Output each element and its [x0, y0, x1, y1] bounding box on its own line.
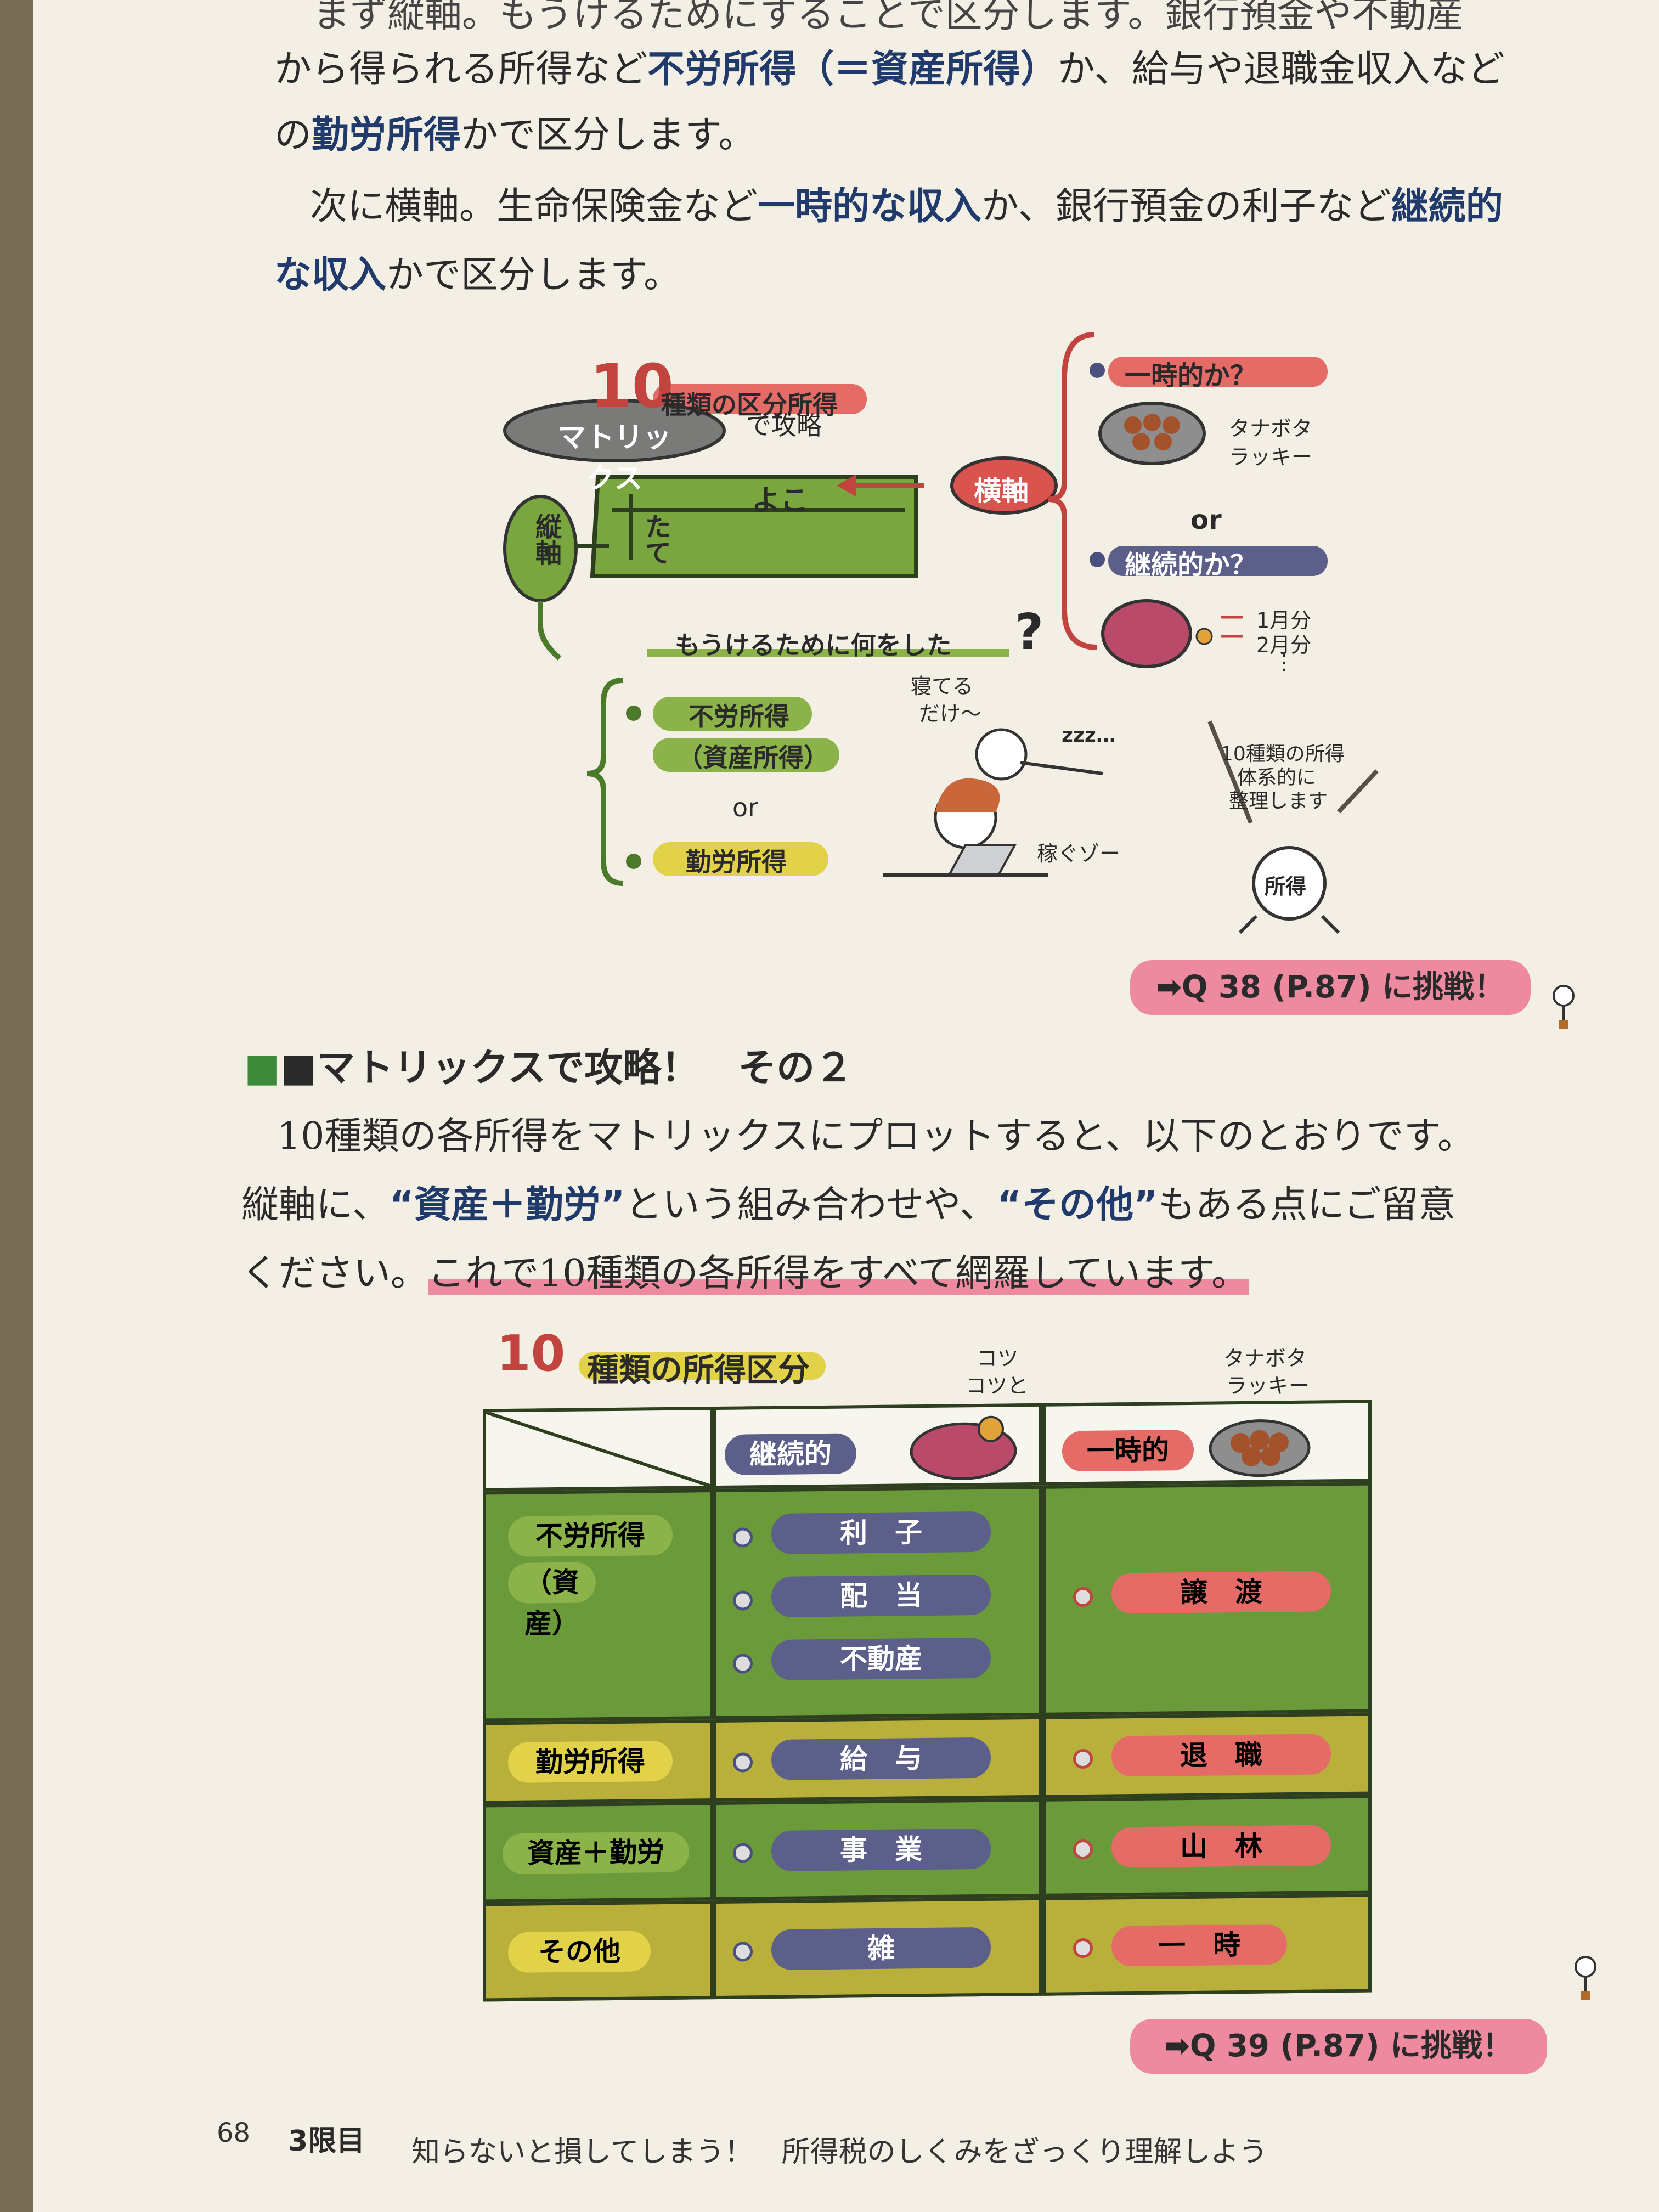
mixed-continuous-cell: 事 業	[713, 1798, 1042, 1901]
income-dividend: 配 当	[771, 1574, 991, 1617]
sleeping-label: 寝てる	[911, 674, 974, 698]
col-header-continuous: 継続的	[725, 1433, 856, 1475]
matrix-pill: マトリックス	[557, 421, 672, 495]
section-heading: ■■マトリックスで攻略！ その２	[244, 1045, 854, 1090]
yoko-label: よこ	[752, 484, 809, 517]
table-title-num: 10	[496, 1325, 566, 1383]
kotsu-label-1: コツ	[977, 1346, 1019, 1370]
shotoku-character-label: 所得	[1265, 874, 1307, 899]
row-label-mixed: 資産＋勤労	[503, 1831, 689, 1875]
header-temporary-cell: 一時的	[1042, 1400, 1372, 1486]
diagram-lines	[503, 332, 1379, 934]
unearned-temporary-cell: 譲 渡	[1042, 1482, 1372, 1716]
tate-label: たて	[640, 513, 671, 566]
unearned-label: 不労所得	[689, 702, 789, 731]
income-real-estate: 不動産	[771, 1637, 991, 1680]
matrix-diagram: 10 種類の区分所得 マトリックス で攻略 よこ たて 横軸 縦軸 一時的か？ …	[472, 318, 1404, 949]
tanabota-label: タナボタ	[1229, 416, 1313, 441]
corner-header-cell	[483, 1407, 713, 1492]
col-header-temporary: 一時的	[1062, 1429, 1194, 1472]
income-occasional: 一 時	[1111, 1924, 1287, 1967]
or-label-2: or	[732, 793, 759, 822]
row-label-asset: （資産）	[508, 1562, 596, 1640]
intro-line-1: から得られる所得など不労所得（＝資産所得）か、給与や退職金収入など	[274, 48, 1505, 91]
stick-figure-icon	[1547, 982, 1580, 1037]
diagram-title: 種類の区分所得	[661, 390, 838, 420]
takoyaki-plate-icon	[1209, 1419, 1311, 1477]
row-label-earned: 勤労所得	[508, 1740, 673, 1784]
mixed-temporary-cell: 山 林	[1042, 1795, 1372, 1897]
just-label: だけ～	[919, 702, 982, 726]
zzz-label: zzz…	[1062, 724, 1116, 747]
other-temporary-cell: 一 時	[1042, 1893, 1372, 1996]
row-label-unearned: 不労所得	[508, 1514, 673, 1558]
section-line-3: ください。これで10種類の各所得をすべて網羅しています。	[241, 1252, 1249, 1295]
or-label-1: or	[1190, 505, 1222, 535]
organize-line-3: 整理します	[1229, 790, 1328, 812]
page-number: 68	[217, 2118, 251, 2148]
intro-line-3: 次に横軸。生命保険金など一時的な収入か、銀行預金の利子など継続的	[310, 185, 1503, 228]
income-miscellaneous: 雑	[771, 1927, 991, 1970]
income-matrix-table: 継続的 一時的 不労所得 （資産） 利 子 配 当 不動産 譲 渡 勤労所得	[483, 1400, 1372, 2002]
section-line-2: 縦軸に、“資産＋勤労”という組み合わせや、“その他”もある点にご留意	[241, 1183, 1456, 1227]
challenge-q39-link[interactable]: ➡Q 39 (P.87) に挑戦！	[1130, 2019, 1547, 2074]
unearned-continuous-cell: 利 子 配 当 不動産	[713, 1485, 1042, 1720]
intro-line-0: まず縦軸。もうけるためにすることで区分します。銀行預金や不動産	[313, 0, 1464, 36]
month2-label: 2月分	[1256, 633, 1312, 657]
kotsu-label-2: コツと	[966, 1374, 1029, 1398]
lucky-label: ラッキー	[1229, 445, 1313, 469]
row-label-earned-cell: 勤労所得	[483, 1719, 713, 1804]
matrix-suffix: で攻略	[746, 411, 822, 441]
organize-line-1: 10種類の所得	[1221, 743, 1345, 765]
piggy-bank-icon	[910, 1415, 1017, 1480]
vertical-axis-label: 縦軸	[531, 513, 561, 566]
table-title: 種類の所得区分	[587, 1351, 810, 1389]
earned-label: 勤労所得	[686, 847, 787, 877]
row-label-other: その他	[508, 1931, 651, 1973]
month-ellipsis: ⋮	[1274, 650, 1295, 674]
stick-figure-icon-2	[1569, 1953, 1602, 2008]
income-transfer: 譲 渡	[1111, 1571, 1331, 1614]
table-title-highlight	[579, 1352, 826, 1380]
book-page: まず縦軸。もうけるためにすることで区分します。銀行預金や不動産 から得られる所得…	[33, 0, 1659, 2212]
section-line-1: 10種類の各所得をマトリックスにプロットすると、以下のとおりです。	[277, 1115, 1475, 1158]
organize-line-2: 体系的に	[1237, 766, 1317, 789]
income-salary: 給 与	[771, 1737, 991, 1780]
earned-continuous-cell: 給 与	[713, 1716, 1042, 1802]
income-forestry: 山 林	[1111, 1825, 1331, 1868]
earning-label: 稼ぐゾー	[1037, 842, 1121, 866]
temporary-question: 一時的か？	[1125, 360, 1257, 391]
question-heading: もうけるために何をした	[675, 630, 952, 660]
row-label-other-cell: その他	[483, 1900, 713, 2002]
header-continuous-cell: 継続的	[713, 1403, 1042, 1489]
asset-label: （資産所得）	[678, 743, 829, 772]
other-continuous-cell: 雑	[713, 1897, 1042, 2000]
income-retirement: 退 職	[1111, 1734, 1331, 1777]
highlighted-summary: これで10種類の各所得をすべて網羅しています。	[428, 1252, 1249, 1295]
income-business: 事 業	[771, 1828, 991, 1871]
horizontal-axis-label: 横軸	[974, 475, 1029, 507]
diagram-title-num: 10	[590, 351, 674, 421]
period-label: 3限目	[288, 2125, 365, 2158]
intro-line-4: な収入かで区分します。	[274, 253, 681, 297]
footer-subtitle: 知らないと損してしまう！ 所得税のしくみをざっくり理解しよう	[411, 2136, 1268, 2169]
challenge-q38-link[interactable]: ➡Q 38 (P.87) に挑戦！	[1130, 960, 1531, 1015]
row-label-mixed-cell: 資産＋勤労	[483, 1802, 713, 1903]
row-label-unearned-cell: 不労所得 （資産）	[483, 1489, 713, 1722]
earned-temporary-cell: 退 職	[1042, 1712, 1372, 1798]
question-mark: ?	[1015, 603, 1044, 661]
month1-label: 1月分	[1256, 608, 1312, 633]
income-interest: 利 子	[771, 1511, 991, 1554]
table-lucky-label: ラッキー	[1226, 1374, 1310, 1398]
table-tanabota-label: タナボタ	[1223, 1346, 1307, 1370]
intro-line-2: の勤労所得かで区分します。	[274, 114, 756, 157]
continuous-question: 継続的か？	[1125, 550, 1257, 580]
